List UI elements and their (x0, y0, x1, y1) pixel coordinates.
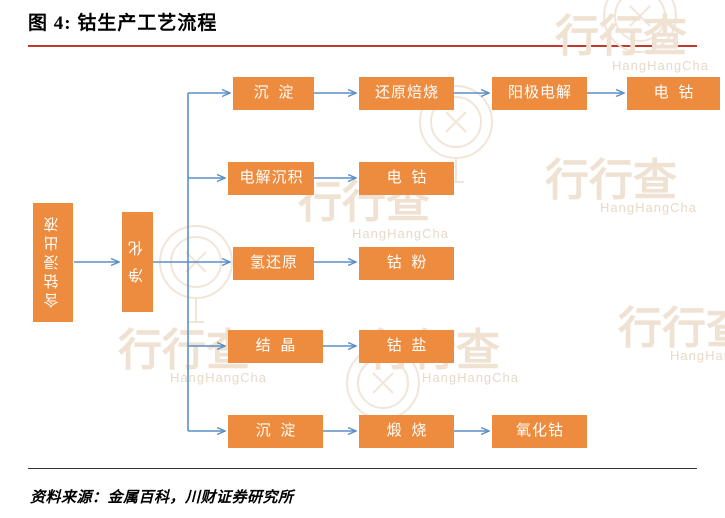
node-yang-hua-gu[interactable]: 氧化钴 (492, 415, 587, 448)
title-divider (28, 45, 697, 47)
watermark-text: HangHangCha (600, 200, 698, 215)
node-gu-fen[interactable]: 钴 粉 (359, 247, 454, 280)
node-chen-dian-2[interactable]: 沉 淀 (228, 415, 323, 448)
watermark-text: HangHangCha (670, 348, 725, 363)
watermark-text: 行行查 (545, 156, 677, 205)
page-title: 图 4: 钴生产工艺流程 (28, 13, 218, 34)
node-huan-yuan-bei-shao[interactable]: 还原焙烧 (359, 77, 454, 110)
watermark-text: 行行查 (555, 12, 687, 61)
node-dian-jie-chen-ji[interactable]: 电解沉积 (228, 162, 314, 195)
node-dian-gu-2[interactable]: 电 钴 (359, 162, 454, 195)
source-note: 资料来源：金属百科，川财证券研究所 (30, 490, 294, 506)
node-gu-yan[interactable]: 钴 盐 (359, 330, 454, 363)
node-han-gu-jin-chu-ye[interactable]: 含钴浸出液 (33, 203, 73, 322)
node-jie-jing[interactable]: 结 晶 (228, 330, 323, 363)
watermark-text: 行行查 (618, 304, 725, 353)
node-yang-ji-dian-jie[interactable]: 阳极电解 (492, 77, 587, 110)
node-qing-huan-yuan[interactable]: 氢还原 (233, 247, 314, 280)
watermark-text: HangHangCha (422, 370, 520, 385)
node-duan-shao[interactable]: 煅 烧 (359, 415, 454, 448)
watermark-text: HangHangCha (352, 226, 450, 241)
watermark-text: HangHangCha (612, 58, 710, 73)
footer-divider (28, 468, 697, 469)
node-dian-gu-1[interactable]: 电 钴 (627, 77, 720, 110)
node-jing-hua[interactable]: 净 化 (122, 212, 153, 312)
node-chen-dian-1[interactable]: 沉 淀 (233, 77, 314, 110)
watermark-text: HangHangCha (170, 370, 268, 385)
